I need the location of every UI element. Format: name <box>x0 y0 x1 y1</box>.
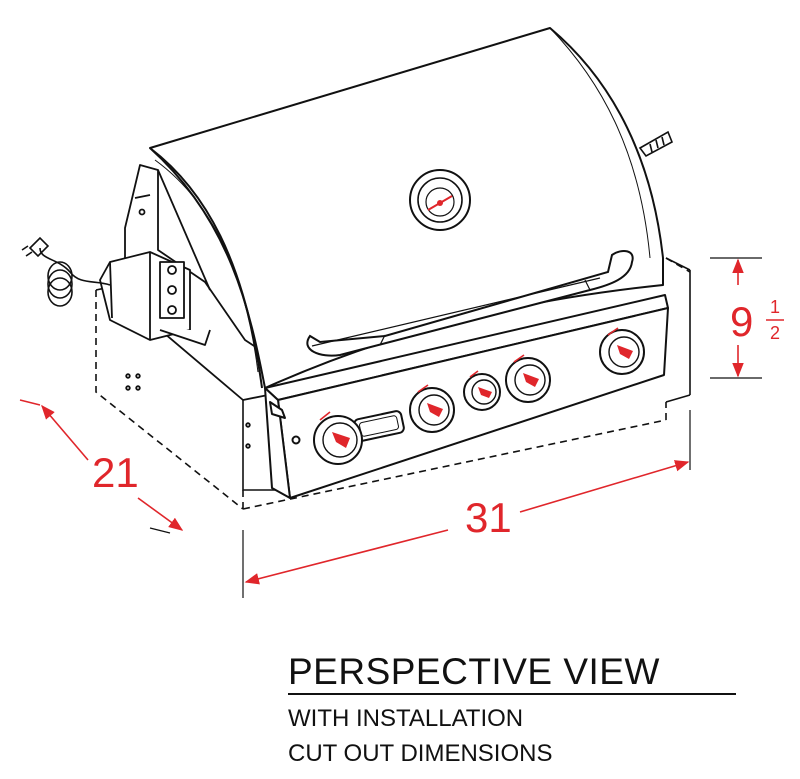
control-knob-icon-5 <box>599 327 645 375</box>
caption-subtitle-line2: CUT OUT DIMENSIONS <box>288 740 553 767</box>
depth-dimension-lower <box>137 497 184 531</box>
hood-handle <box>306 249 634 357</box>
cutout-box-solid-edges <box>242 257 691 491</box>
control-knob-icon-1 <box>313 411 363 465</box>
caption-title: PERSPECTIVE VIEW <box>288 651 660 692</box>
dimension-lines <box>19 257 762 598</box>
control-knob-icon-2 <box>409 384 455 433</box>
power-cord <box>21 236 111 307</box>
height-dimension-fraction-numerator: 1 <box>770 297 780 317</box>
lid-thermometer-icon <box>409 169 471 231</box>
control-knob-icon-4 <box>505 354 551 403</box>
rotisserie-spit-knob <box>638 130 674 158</box>
grill-side-panel <box>124 164 269 449</box>
caption-underline <box>288 693 736 695</box>
width-dimension-label: 31 <box>465 494 512 541</box>
rotisserie-motor <box>99 251 211 346</box>
height-dimension-fraction-denominator: 2 <box>770 323 780 343</box>
depth-dimension-upper <box>41 404 89 461</box>
width-dimension-right <box>519 460 690 513</box>
height-dimension-whole: 9 <box>730 298 753 345</box>
caption-subtitle-line1: WITH INSTALLATION <box>288 705 524 732</box>
width-dimension-left <box>244 529 449 585</box>
depth-dimension-label: 21 <box>92 449 139 496</box>
control-knob-icon-3 <box>463 370 501 411</box>
